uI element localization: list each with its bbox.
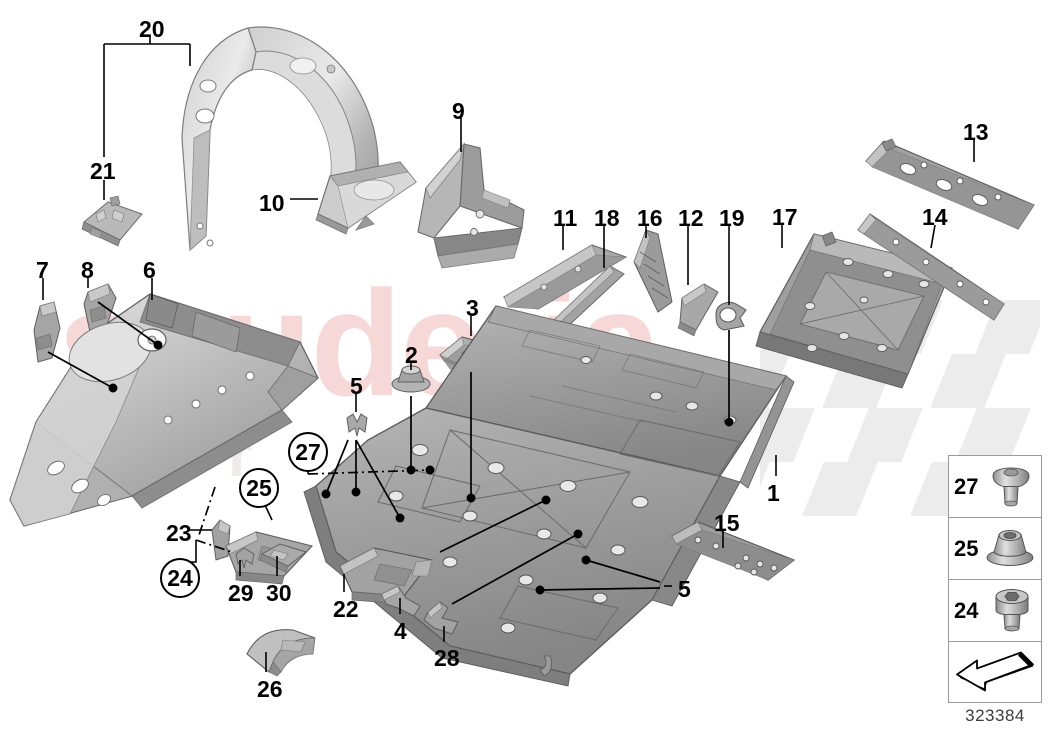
part-4-curved-bracket [378,582,426,620]
part-16-gusset [628,228,678,318]
circled-callout-25: 25 [239,468,279,508]
flange-nut-icon [985,524,1035,573]
part-5-clip-left [343,412,371,440]
callout-21: 21 [90,158,116,184]
callout-5-left: 5 [350,373,363,399]
part-15-mounting-bracket [668,518,798,590]
part-2-floor-mount [390,362,432,396]
part-22-floor-bracket [334,542,444,608]
pan-head-screw-icon [987,461,1035,512]
circled-callout-24: 24 [160,558,200,598]
part-11-sill-reinforcement [500,243,630,313]
part-14-rear-rail [852,208,1012,328]
callout-23: 23 [166,520,192,546]
callout-16: 16 [637,205,663,231]
part-17-rear-floor-panel [752,228,972,398]
part-13-rear-cross-panel [860,133,1040,243]
part-10-cover-panel [312,158,420,236]
legend-number-27: 27 [954,473,979,499]
legend-row-24: 24 [949,580,1041,642]
legend-row-27: 27 [949,456,1041,518]
part-20-wheelhouse-outer [160,18,390,258]
part-28-hook-bracket [422,600,466,640]
callout-4: 4 [394,618,407,644]
callout-9: 9 [452,98,465,124]
callout-1: 1 [767,480,780,506]
circled-callout-27: 27 [288,432,328,472]
callout-13: 13 [963,119,989,145]
part-12-mounting-bracket [676,280,722,338]
callout-22: 22 [333,596,359,622]
part-6-left-wheelhouse-assembly [0,282,330,542]
fastener-legend-panel: 27 25 [948,455,1042,703]
part-30-small-plate [258,540,310,574]
legend-row-direction-arrow [949,642,1041,704]
callout-18: 18 [594,205,620,231]
callout-7: 7 [36,257,49,283]
legend-row-25: 25 [949,518,1041,580]
diagram-id-number: 323384 [965,706,1025,725]
legend-number-25: 25 [954,535,979,561]
part-29-clip [232,546,258,572]
callout-28: 28 [434,645,460,671]
callout-26: 26 [257,676,283,702]
callout-6: 6 [143,257,156,283]
callout-20: 20 [139,16,165,42]
callout-30: 30 [266,580,292,606]
part-1-rear-floor-pan [300,300,820,690]
part-19-tow-eye-ring [710,300,750,334]
callout-19: 19 [719,205,745,231]
part-7-angle-bracket [30,300,68,370]
callout-8: 8 [81,257,94,283]
socket-head-bolt-icon [989,584,1035,637]
callout-5-right: 5 [678,576,691,602]
part-26-channel [243,626,319,677]
legend-number-24: 24 [954,597,979,623]
callout-11: 11 [553,205,578,231]
forward-direction-arrow-icon [955,649,1035,698]
callout-2: 2 [405,342,418,368]
callout-29: 29 [228,580,254,606]
callout-17: 17 [772,204,798,230]
callout-12: 12 [678,205,704,231]
callout-3: 3 [466,295,479,321]
part-9-side-member [414,140,534,270]
callout-15: 15 [714,510,740,536]
part-21-bracket-plate [78,195,148,248]
callout-10: 10 [259,190,285,216]
callout-14: 14 [922,204,948,230]
